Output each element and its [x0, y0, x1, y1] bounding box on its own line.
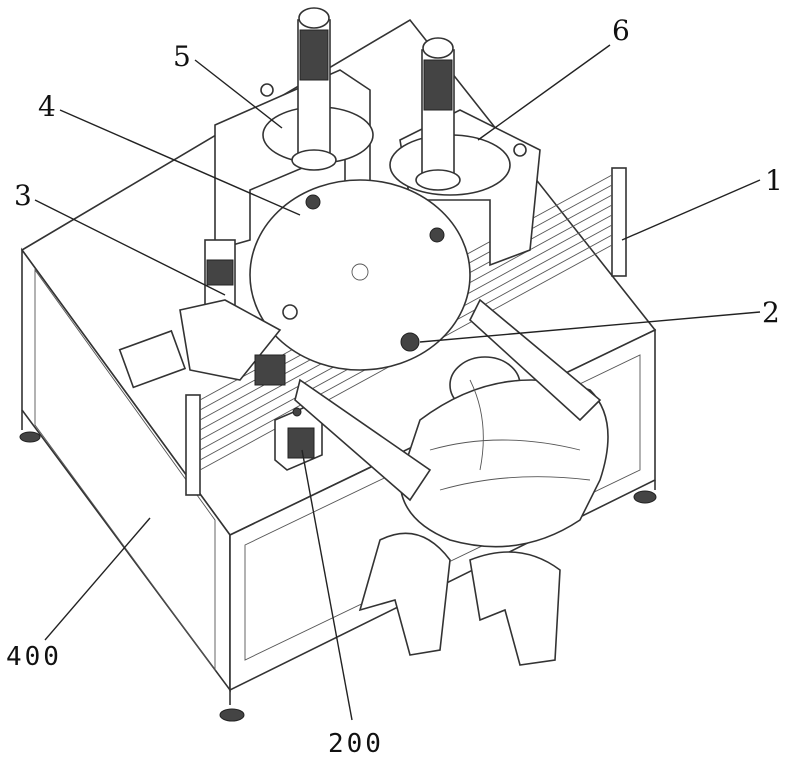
fixture: [400, 332, 420, 352]
turntable-center: [351, 263, 369, 281]
drive-unit: [118, 239, 298, 389]
press-cylinder-left: [291, 7, 337, 171]
label-press-unit-right: 6: [612, 14, 630, 47]
turntable: [249, 179, 471, 371]
leg-foot: [219, 708, 245, 722]
label-turntable: 4: [38, 90, 56, 123]
label-guard-fence: 1: [765, 164, 783, 197]
leg-foot: [19, 431, 41, 443]
control-box: [274, 404, 323, 471]
label-control-box: 200: [328, 729, 384, 759]
leader-lines: [34, 44, 761, 721]
label-workbench: 400: [6, 642, 62, 672]
leg-foot: [633, 490, 657, 504]
press-cylinder-right: [415, 37, 461, 191]
label-drive-unit: 3: [14, 179, 32, 212]
operator-mannequin: [294, 298, 609, 666]
label-fixture: 2: [762, 296, 780, 329]
label-press-unit-left: 5: [173, 40, 191, 73]
